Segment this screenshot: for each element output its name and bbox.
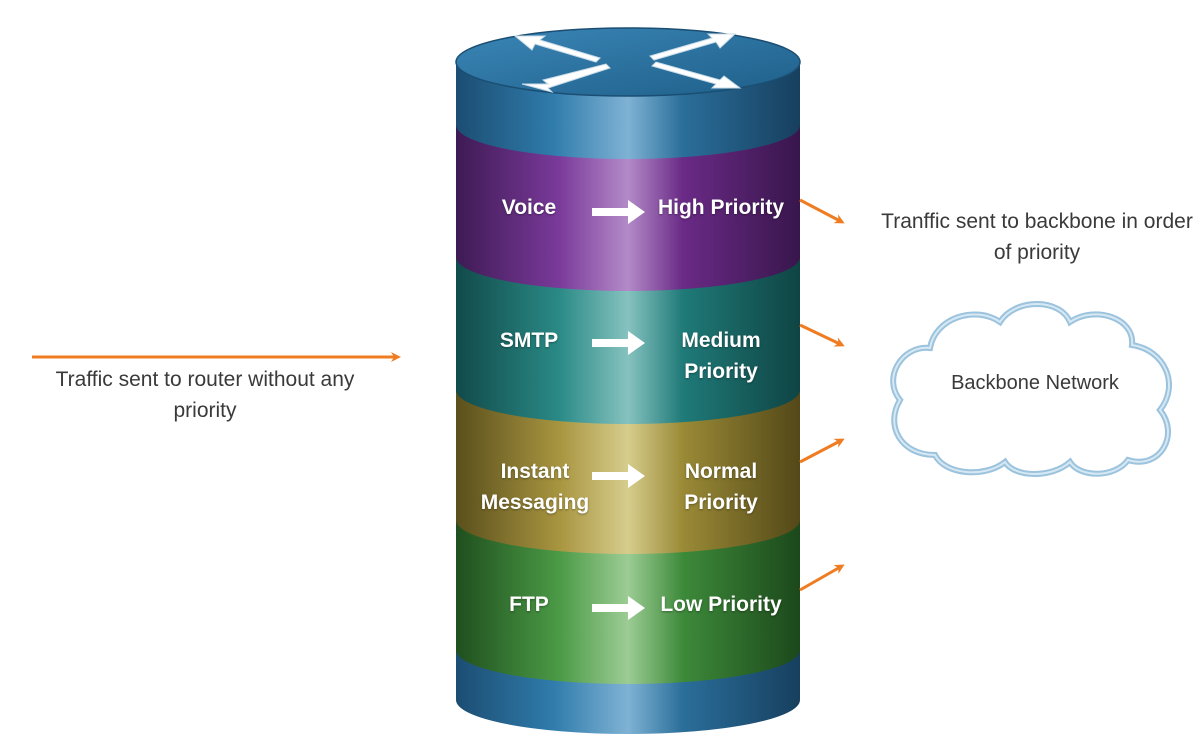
band-voice-app: Voice (501, 196, 557, 219)
band-im-priority: Normal Priority (684, 460, 758, 514)
router-cylinder (455, 27, 801, 734)
cloud-label: Backbone Network (951, 372, 1119, 394)
band-arrows (592, 200, 645, 620)
band-arrow-icon (592, 200, 645, 224)
band-smtp-app: SMTP (499, 329, 559, 352)
band-arrow-icon (592, 331, 645, 355)
outgoing-traffic-label: Tranffic sent to backbone in order of pr… (881, 210, 1193, 264)
band-ftp-priority: Low Priority (660, 593, 782, 616)
outgoing-arrow-high (799, 198, 845, 224)
incoming-traffic-label: Traffic sent to router without any prior… (55, 368, 355, 422)
band-arrow-icon (592, 464, 645, 488)
band-smtp-priority: Medium Priority (681, 329, 761, 383)
router-cross-arrows-icon (513, 33, 742, 93)
band-voice-priority: High Priority (657, 196, 784, 219)
outgoing-arrow-medium (799, 323, 845, 347)
band-arrow-icon (592, 596, 645, 620)
cloud-icon (890, 301, 1172, 477)
band-im-app: Instant Messaging (480, 460, 590, 514)
outgoing-arrows (799, 198, 845, 592)
outgoing-arrow-low (799, 564, 845, 592)
band-ftp-app: FTP (509, 593, 549, 616)
outgoing-arrow-normal (799, 438, 845, 464)
